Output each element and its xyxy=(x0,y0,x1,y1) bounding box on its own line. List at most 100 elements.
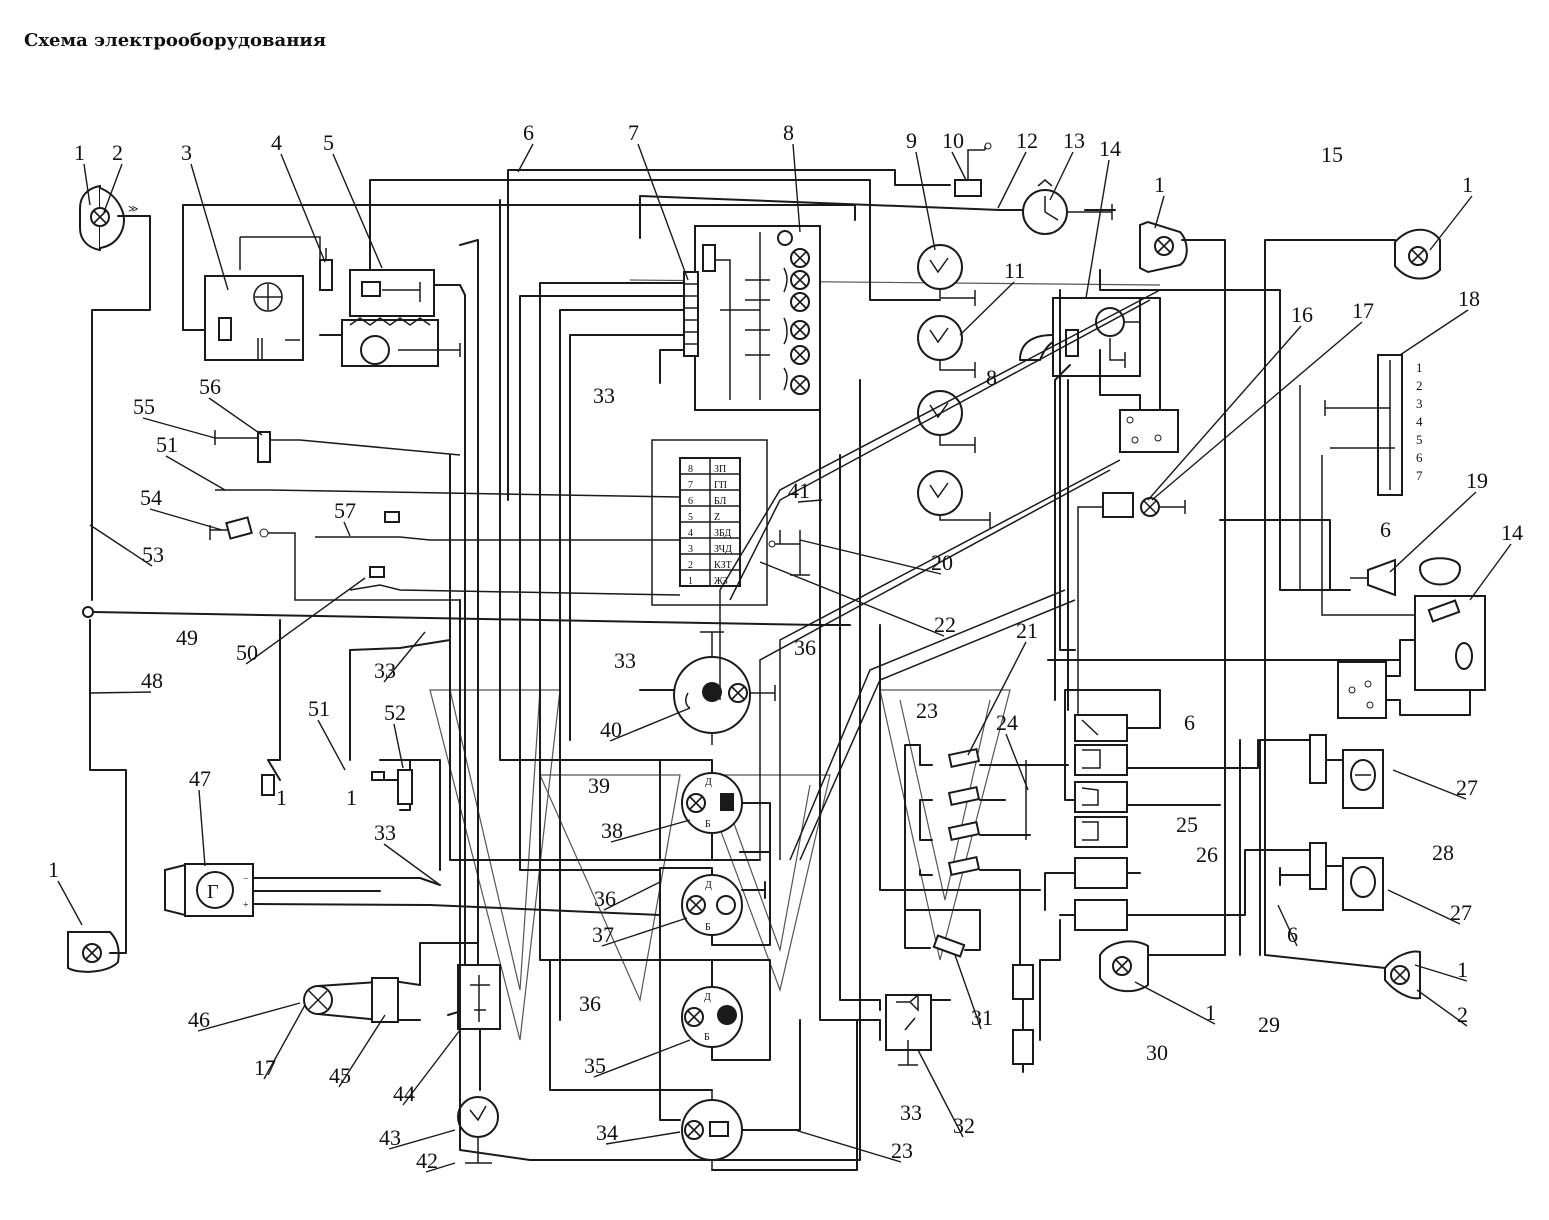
callout-leader-c23b xyxy=(794,1129,902,1163)
callout-leader-c1a xyxy=(83,163,91,206)
callout-leader-c53 xyxy=(89,524,153,567)
callout-c12: 12 xyxy=(1016,128,1038,153)
sensor-8-a xyxy=(917,390,976,453)
callout-c52: 52 xyxy=(384,700,406,725)
lamp-1-rear-right-a xyxy=(1099,940,1226,993)
connector-18-pin: 5 xyxy=(1416,432,1423,447)
callout-c57: 57 xyxy=(334,498,356,523)
callout-leader-c42 xyxy=(425,1162,456,1173)
callout-c36a: 36 xyxy=(794,635,816,660)
callout-leader-c13 xyxy=(1049,151,1074,201)
callout-c33c: 33 xyxy=(614,648,636,673)
page-title: Схема электрооборудования xyxy=(24,30,327,51)
callout-c56: 56 xyxy=(199,374,221,399)
relays-26 xyxy=(1044,849,1311,931)
callout-c16: 16 xyxy=(1291,302,1313,327)
callout-c14a: 14 xyxy=(1099,136,1121,161)
callout-c10: 10 xyxy=(942,128,964,153)
callout-c33e: 33 xyxy=(900,1100,922,1125)
callout-leader-c1b xyxy=(1154,195,1165,229)
relay-32 xyxy=(885,993,951,1066)
callout-leader-c14a xyxy=(1085,159,1110,299)
instrument-panel-8 xyxy=(694,225,821,411)
callout-c18: 18 xyxy=(1458,286,1480,311)
right-harness xyxy=(1047,269,1401,956)
callout-c49: 49 xyxy=(176,625,198,650)
callout-c14b: 14 xyxy=(1501,520,1523,545)
callout-c11: 11 xyxy=(1004,258,1025,283)
callout-leader-c56 xyxy=(208,397,263,436)
callout-leader-c1f xyxy=(1134,981,1216,1025)
g37-b: Б xyxy=(705,922,711,933)
callout-leader-c35 xyxy=(593,1039,691,1078)
diagonal-harness xyxy=(719,289,1161,861)
callout-leader-c38 xyxy=(610,819,691,843)
callout-c43: 43 xyxy=(379,1125,401,1150)
callout-c1c: 1 xyxy=(1462,172,1473,197)
callout-c53: 53 xyxy=(142,542,164,567)
callout-leader-c4 xyxy=(280,153,326,263)
callout-c1d: 1 xyxy=(48,857,59,882)
callout-c33a: 33 xyxy=(593,383,615,408)
callout-leaders xyxy=(57,143,1512,1173)
callout-leader-c54 xyxy=(149,508,223,531)
callout-leader-c41 xyxy=(797,499,823,503)
callout-leader-c55 xyxy=(142,417,216,439)
callout-leader-c27a xyxy=(1392,769,1467,800)
callout-c15: 15 xyxy=(1321,142,1343,167)
fuse-code: КЗТ xyxy=(714,560,732,571)
connector-18-pin: 3 xyxy=(1416,396,1423,411)
callout-leader-c12 xyxy=(997,151,1027,209)
callout-leader-c52 xyxy=(393,723,404,769)
starter-relay-5 xyxy=(319,269,466,1016)
callout-leader-c33b xyxy=(383,631,426,683)
svg-text:≫: ≫ xyxy=(128,204,138,215)
fuse-number: 7 xyxy=(688,480,693,491)
callout-c33d: 33 xyxy=(374,820,396,845)
fuse-code: ЗБД xyxy=(714,528,731,539)
callout-c51b: 51 xyxy=(308,696,330,721)
callout-leader-c11 xyxy=(959,281,1015,336)
lamp-1-rear-right-b xyxy=(1264,950,1421,1000)
callout-leader-c48 xyxy=(89,691,152,694)
callout-leader-c37 xyxy=(601,917,688,947)
callout-c45: 45 xyxy=(329,1063,351,1088)
callout-leader-c34 xyxy=(605,1131,681,1145)
g38-d: Д xyxy=(705,777,712,788)
callout-leader-c17 xyxy=(1151,321,1363,501)
callout-c5: 5 xyxy=(323,130,334,155)
callout-c2b: 2 xyxy=(1457,1002,1468,1027)
generator-glyph: Г xyxy=(207,881,219,903)
callout-leader-c1e xyxy=(1414,964,1468,982)
lamp-1-front-right-b xyxy=(1264,228,1441,956)
fuse-4 xyxy=(319,248,333,291)
callout-leader-c57 xyxy=(343,521,351,537)
callout-leader-c17b xyxy=(263,1004,306,1080)
fuse-code: ЖЗ xyxy=(714,576,728,587)
callout-c6c: 6 xyxy=(1184,710,1195,735)
top-harness xyxy=(182,169,1116,741)
callout-c40: 40 xyxy=(600,717,622,742)
callout-c54: 54 xyxy=(140,485,162,510)
callout-c1f: 1 xyxy=(1205,1000,1216,1025)
fuse-number: 6 xyxy=(688,496,693,507)
gauge-34 xyxy=(549,959,858,1171)
callout-leader-c36b xyxy=(603,881,661,911)
fuse-number: 1 xyxy=(688,576,693,587)
connector-block-18 xyxy=(1299,354,1403,591)
callout-leader-c51a xyxy=(165,455,226,491)
callout-c6a: 6 xyxy=(523,120,534,145)
callout-leader-c51b xyxy=(317,719,346,771)
callout-leader-c50 xyxy=(245,577,366,665)
callout-c38: 38 xyxy=(601,818,623,843)
callout-leader-c31 xyxy=(954,954,982,1030)
callout-c47: 47 xyxy=(189,766,211,791)
lamp-46-17 xyxy=(303,977,421,1023)
callout-leader-c1c xyxy=(1429,195,1473,251)
g35-b: Б xyxy=(704,1032,710,1043)
callout-c44: 44 xyxy=(393,1081,415,1106)
sensor-11 xyxy=(917,315,976,378)
callout-leader-c24 xyxy=(1005,733,1029,791)
